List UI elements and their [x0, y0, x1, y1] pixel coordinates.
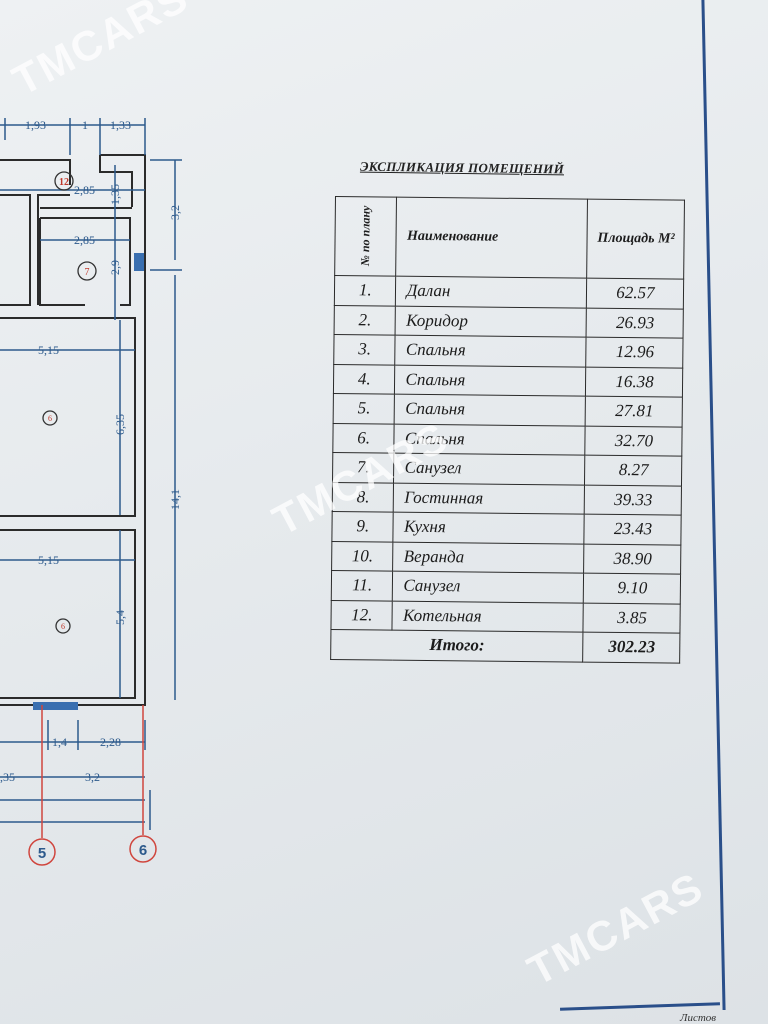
dim-label: 6,35: [113, 414, 127, 435]
dim-label: 2,28: [100, 735, 121, 749]
svg-text:6: 6: [139, 842, 147, 859]
svg-text:6: 6: [61, 622, 65, 631]
header-name: Наименование: [396, 197, 588, 279]
room-name: Коридор: [395, 305, 587, 338]
row-number: 4.: [333, 363, 396, 395]
room-area: 8.27: [584, 455, 683, 486]
total-label: Итого:: [330, 629, 584, 662]
room-name: Спальня: [395, 335, 587, 367]
room-area: 27.81: [585, 396, 683, 427]
dim-label: 1,33: [110, 118, 131, 132]
room-area: 16.38: [585, 366, 684, 398]
room-name: Спальня: [394, 364, 587, 397]
dim-label: 14,1: [168, 489, 182, 510]
row-number: 10.: [331, 540, 394, 572]
axis-marker: 5: [28, 838, 56, 866]
room-area: 62.57: [586, 278, 685, 309]
walls: [0, 154, 146, 706]
room-area: 38.90: [584, 543, 682, 575]
total-row: Итого: 302.23: [330, 629, 681, 663]
dim-label: 5,4: [113, 610, 127, 625]
room-name: Веранда: [393, 541, 585, 574]
row-number: 5.: [333, 393, 395, 424]
header-area: Площадь М²: [587, 199, 685, 280]
row-number: 1.: [334, 275, 397, 306]
room-name: Кухня: [393, 512, 585, 544]
header-number: № по плану: [334, 196, 397, 277]
dim-label: 1,35: [108, 184, 122, 205]
dim-label: 5,15: [38, 553, 59, 567]
axis-marker: 6: [129, 835, 157, 863]
row-number: 11.: [331, 570, 394, 601]
room-marker: 6: [55, 618, 71, 634]
room-marker: 6: [42, 410, 58, 426]
room-area: 39.33: [584, 484, 682, 516]
window-icon: [134, 253, 144, 271]
footer-label: Листов: [680, 1012, 717, 1024]
room-name: Гостинная: [393, 482, 585, 515]
dim-label: 3,2: [168, 205, 182, 220]
dim-label: 5,15: [38, 343, 59, 357]
room-area: 23.43: [584, 514, 682, 545]
room-area: 3.85: [583, 602, 681, 634]
room-area: 9.10: [583, 573, 682, 604]
room-area: 12.96: [586, 337, 684, 368]
dim-label: 2,85: [74, 233, 95, 247]
table-header-row: № по плану Наименование Площадь М²: [334, 196, 685, 280]
room-area: 32.70: [585, 425, 683, 457]
svg-text:12: 12: [59, 177, 69, 188]
dim-label: ,35: [0, 770, 15, 784]
room-name: Котельная: [392, 600, 584, 633]
total-value: 302.23: [583, 632, 681, 663]
svg-text:7: 7: [85, 267, 90, 278]
room-area: 26.93: [586, 307, 684, 339]
room-name: Санузел: [392, 571, 585, 603]
dim-label: 2,85: [74, 183, 95, 197]
row-number: 3.: [333, 334, 396, 365]
window-icon: [33, 702, 78, 710]
room-marker: 7: [77, 261, 97, 281]
dim-label: 2,9: [108, 260, 122, 275]
svg-text:5: 5: [38, 845, 46, 862]
document-title: ЭКСПЛИКАЦИЯ ПОМЕЩЕНИЙ: [359, 158, 565, 177]
room-name: Далан: [395, 276, 588, 308]
dim-label: 1,93: [25, 118, 46, 132]
dimension-lines: [0, 118, 182, 830]
dim-label: 1,4: [52, 735, 67, 749]
dim-label: 3,2: [85, 770, 100, 784]
svg-text:6: 6: [48, 414, 52, 423]
dim-label: 1: [82, 118, 88, 132]
row-number: 2.: [334, 304, 396, 336]
room-marker: 12: [54, 171, 74, 191]
row-number: 12.: [330, 599, 393, 631]
axis-lines: [41, 705, 144, 838]
rooms-table: № по плану Наименование Площадь М² 1.Дал…: [330, 196, 685, 663]
